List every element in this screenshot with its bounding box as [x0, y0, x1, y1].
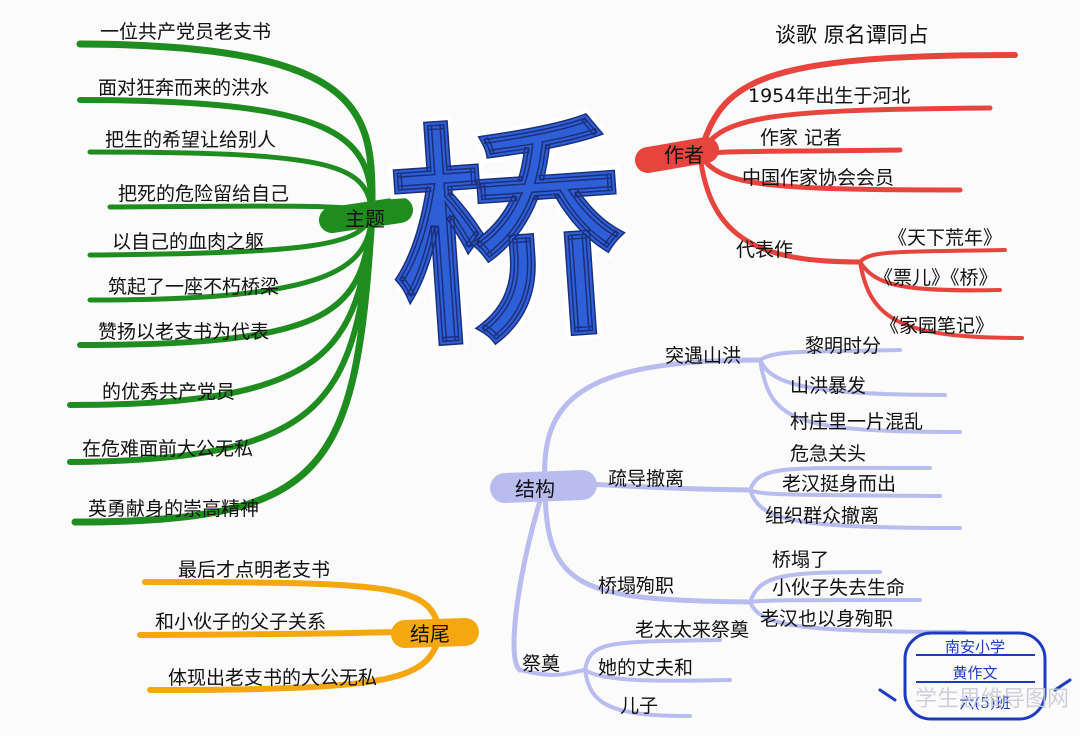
- theme-item: 以自己的血肉之躯: [112, 231, 264, 253]
- structure-item: 老汉挺身而出: [782, 473, 896, 495]
- structure-item: 组织群众撤离: [765, 505, 879, 527]
- structure-item: 她的丈夫和: [598, 657, 693, 679]
- structure-item: 黎明时分: [805, 335, 881, 357]
- structure-item: 儿子: [620, 695, 658, 717]
- structure-hub-label: 结构: [515, 477, 555, 501]
- author-work: 《家园笔记》: [880, 315, 994, 337]
- structure-group-label: 突遇山洪: [665, 345, 741, 367]
- ending-hub-label: 结尾: [410, 622, 450, 646]
- author-items: 谈歌 原名谭同占 1954年出生于河北 作家 记者 中国作家协会会员 代表作 《…: [736, 23, 1002, 337]
- author-item: 谈歌 原名谭同占: [775, 23, 929, 47]
- stamp-line1: 南安小学: [945, 638, 1005, 656]
- ending-item: 体现出老支书的大公无私: [168, 667, 377, 689]
- structure-item: 危急关头: [790, 443, 866, 465]
- watermark: 学生思维导图网: [915, 687, 1069, 712]
- central-title: 桥 桥: [376, 88, 639, 387]
- theme-item: 把死的危险留给自己: [118, 183, 289, 205]
- structure-item: 老太太来祭奠: [635, 619, 749, 641]
- school-stamp: 南安小学 黄作文 六(5)班: [878, 631, 1072, 721]
- structure-group-label: 祭奠: [522, 653, 560, 675]
- theme-item: 面对狂奔而来的洪水: [98, 77, 269, 99]
- ending-item: 和小伙子的父子关系: [155, 611, 326, 633]
- structure-items: 突遇山洪 黎明时分 山洪暴发 村庄里一片混乱 疏导撤离 危急关头 老汉挺身而出 …: [522, 335, 923, 717]
- structure-group-label: 疏导撤离: [608, 468, 684, 490]
- structure-item: 桥塌了: [772, 549, 829, 571]
- title-outline: 桥: [381, 93, 634, 382]
- author-works-label: 代表作: [736, 239, 793, 261]
- structure-item: 小伙子失去生命: [772, 577, 905, 599]
- structure-item: 村庄里一片混乱: [790, 411, 923, 433]
- theme-hub-label: 主题: [345, 207, 385, 231]
- title-glyph: 桥: [381, 93, 634, 382]
- stamp-line2: 黄作文: [952, 664, 997, 682]
- theme-item: 赞扬以老支书为代表: [98, 321, 269, 343]
- theme-item: 在危难面前大公无私: [82, 438, 253, 460]
- ending-items: 最后才点明老支书 和小伙子的父子关系 体现出老支书的大公无私: [155, 559, 377, 689]
- theme-branch: [67, 40, 413, 526]
- structure-group-label: 桥塌殉职: [598, 575, 674, 597]
- theme-item: 一位共产党员老支书: [100, 21, 271, 43]
- stamp-line3: 六(5)班: [959, 694, 1010, 712]
- author-item: 作家 记者: [760, 127, 842, 149]
- structure-item: 山洪暴发: [790, 375, 866, 397]
- theme-items: 一位共产党员老支书 面对狂奔而来的洪水 把生的希望让给别人 把死的危险留给自己 …: [82, 21, 289, 520]
- theme-item: 的优秀共产党员: [102, 381, 235, 403]
- structure-item: 老汉也以身殉职: [760, 608, 893, 630]
- author-item: 中国作家协会会员: [742, 167, 894, 189]
- author-branch: [635, 52, 1024, 340]
- author-hub-label: 作者: [664, 143, 704, 167]
- author-work: 《天下荒年》: [888, 227, 1002, 249]
- structure-branch: [490, 348, 967, 718]
- ending-item: 最后才点明老支书: [178, 559, 330, 581]
- theme-item: 筑起了一座不朽桥梁: [108, 276, 279, 298]
- author-work: 《票儿》《桥》: [874, 267, 998, 289]
- theme-item: 把生的希望让给别人: [105, 129, 276, 151]
- author-item: 1954年出生于河北: [748, 85, 910, 107]
- ending-branch: [137, 579, 479, 693]
- theme-item: 英勇献身的崇高精神: [88, 498, 259, 520]
